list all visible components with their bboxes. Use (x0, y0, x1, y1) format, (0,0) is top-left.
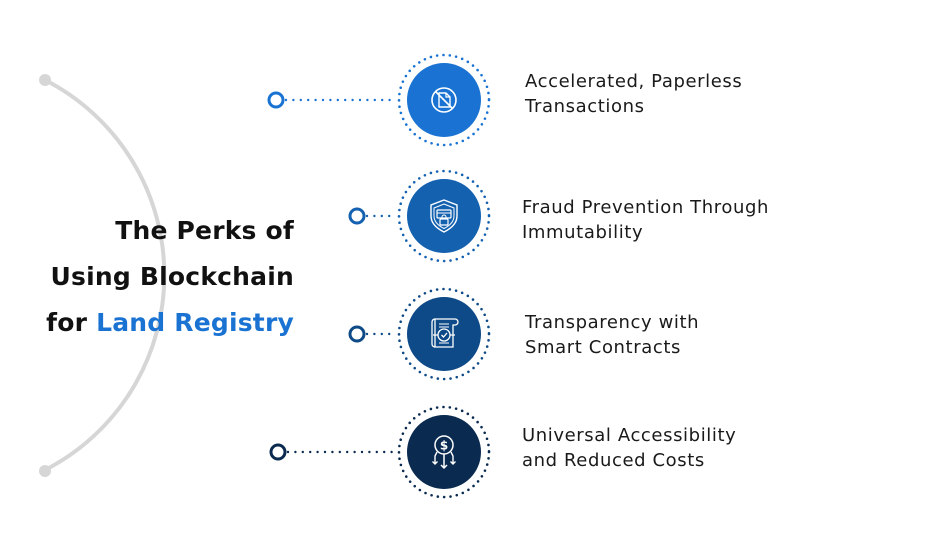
perk-node-4: $ (269, 405, 491, 499)
title-line-3-prefix: for (46, 308, 97, 337)
dollar-down-arrows-icon: $ (432, 435, 456, 470)
perk-4-line-1: Universal Accessibility (522, 425, 737, 446)
icon-disk (407, 297, 481, 371)
timeline-arc (44, 78, 167, 472)
perk-node-2 (348, 169, 491, 263)
perk-4-line-2: and Reduced Costs (522, 450, 705, 471)
perk-3-line-2: Smart Contracts (525, 337, 681, 358)
arc-node-marker (267, 91, 285, 109)
title-accent: Land Registry (96, 308, 294, 337)
title-line-2: Using Blockchain (50, 262, 294, 291)
perk-text-3: Transparency with Smart Contracts (525, 310, 699, 360)
dotted-ring (397, 53, 491, 147)
perk-2-line-1: Fraud Prevention Through (522, 197, 770, 218)
title-line-3: for Land Registry (0, 300, 294, 346)
shield-lock-icon (430, 199, 458, 233)
perk-node-1 (267, 53, 491, 147)
perk-2-line-2: Immutability (522, 222, 644, 243)
page-title: The Perks of Using Blockchain for Land R… (0, 208, 294, 346)
perk-text-4: Universal Accessibility and Reduced Cost… (522, 423, 736, 473)
perk-1-line-2: Transactions (525, 96, 645, 117)
dotted-ring (397, 287, 491, 381)
perk-3-line-1: Transparency with (525, 312, 700, 333)
arc-node-marker (348, 207, 366, 225)
icon-disk (407, 415, 481, 489)
no-paper-icon (431, 87, 457, 113)
icon-disk (407, 179, 481, 253)
arc-node-marker (348, 325, 366, 343)
dotted-ring (397, 169, 491, 263)
svg-text:$: $ (440, 439, 448, 453)
perk-node-3 (348, 287, 491, 381)
perk-text-1: Accelerated, Paperless Transactions (525, 69, 742, 119)
arc-node-marker (269, 443, 287, 461)
arc-end-dot-top (39, 74, 51, 86)
perk-1-line-1: Accelerated, Paperless (525, 71, 743, 92)
title-line-1: The Perks of (115, 216, 294, 245)
arc-end-dot-bottom (39, 465, 51, 477)
perk-text-2: Fraud Prevention Through Immutability (522, 195, 769, 245)
dotted-ring (397, 405, 491, 499)
smart-contract-icon (431, 318, 459, 348)
